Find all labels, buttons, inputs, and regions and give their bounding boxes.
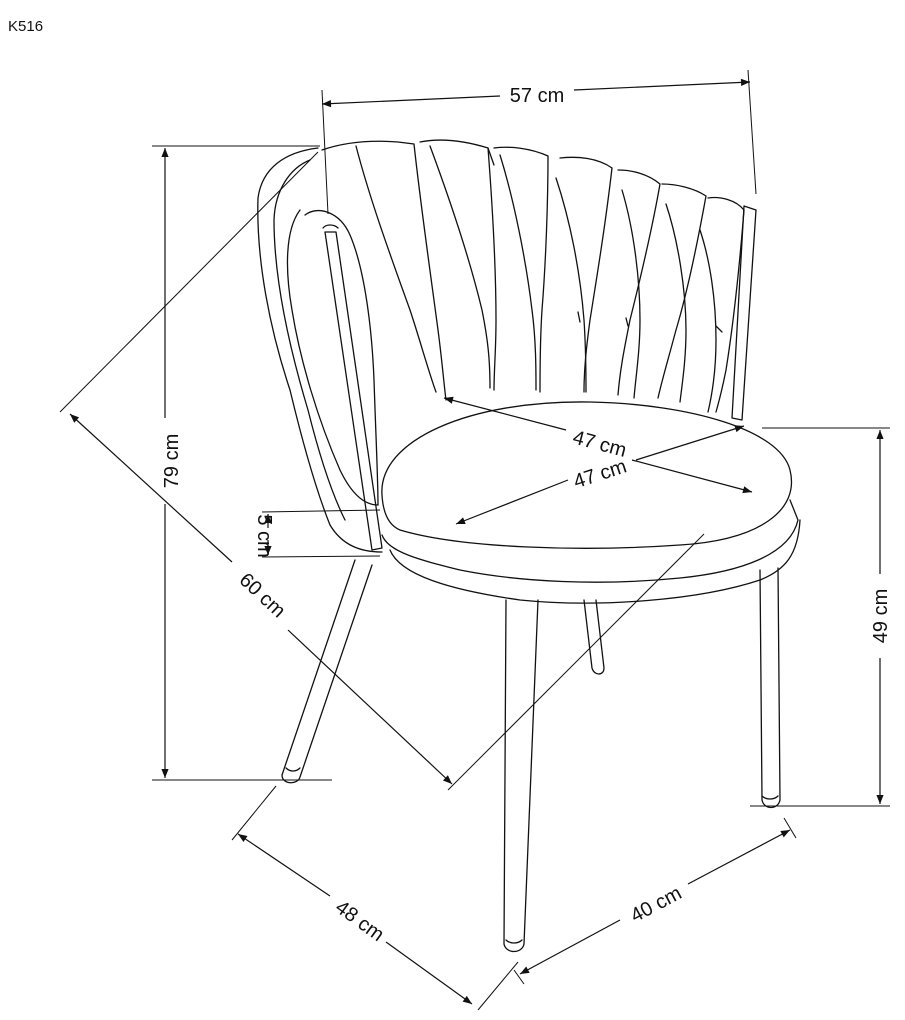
- chair-outline: [257, 139, 801, 953]
- dim-height-label: 79 cm: [161, 434, 183, 488]
- dim-seat-width-label: 47 cm: [571, 455, 630, 493]
- dim-seat-height-label: 49 cm: [870, 589, 892, 643]
- dim-leg-depth-label: 48 cm: [331, 896, 388, 946]
- dimension-lines: [59, 69, 890, 1011]
- dim-cushion-label: 5 cm: [253, 514, 275, 557]
- dim-width-label: 57 cm: [510, 85, 564, 107]
- dim-diagonal-label: 60 cm: [235, 569, 290, 622]
- dim-leg-width-label: 40 cm: [627, 882, 685, 927]
- model-code: K516: [8, 18, 43, 35]
